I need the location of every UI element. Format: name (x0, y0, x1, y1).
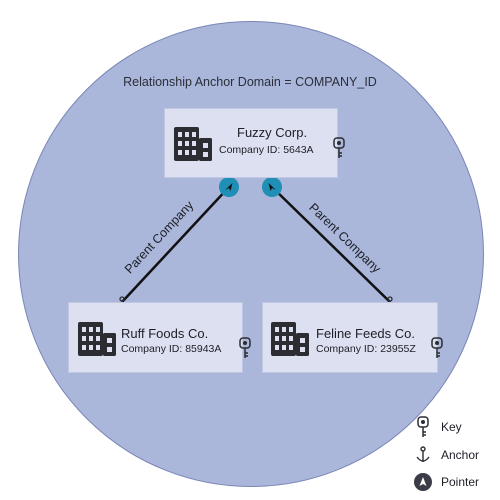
legend-anchor: Anchor (412, 444, 479, 466)
company-name: Feline Feeds Co. (316, 326, 415, 341)
legend-key-label: Key (441, 420, 462, 434)
company-card-feline-feeds[interactable]: Feline Feeds Co. Company ID: 23955Z (262, 302, 443, 373)
legend-pointer-label: Pointer (441, 475, 480, 489)
key-icon (333, 137, 345, 158)
relationship-line-feline-fuzzy[interactable] (271, 186, 391, 303)
legend-key: Key (412, 416, 462, 438)
key-icon (239, 337, 251, 358)
company-id: Company ID: 23955Z (316, 343, 416, 355)
company-id: Company ID: 85943A (121, 343, 222, 355)
building-icon (271, 322, 309, 356)
legend-pointer: Pointer (412, 471, 479, 493)
legend-anchor-label: Anchor (441, 448, 480, 462)
company-id: Company ID: 5643A (219, 144, 314, 156)
pointer-icon (412, 471, 434, 493)
company-name: Ruff Foods Co. (121, 326, 209, 341)
relationship-label-feline: Parent Company (306, 201, 384, 277)
relationship-domain-circle (18, 21, 484, 487)
pointer-icon-fuzzy-left (219, 177, 239, 197)
key-icon (431, 337, 443, 358)
company-card-fuzzy-corp[interactable]: Fuzzy Corp. Company ID: 5643A (164, 108, 345, 178)
pointer-icon-fuzzy-right (262, 177, 282, 197)
company-card-ruff-foods[interactable]: Ruff Foods Co. Company ID: 85943A (68, 302, 251, 373)
domain-title: Relationship Anchor Domain = COMPANY_ID (123, 75, 377, 89)
relationship-line-ruff-fuzzy[interactable] (121, 186, 230, 303)
company-name: Fuzzy Corp. (237, 125, 308, 140)
key-icon (412, 416, 434, 438)
relationship-label-ruff: Parent Company (122, 198, 197, 277)
anchor-icon (412, 444, 434, 466)
building-icon (174, 127, 212, 161)
building-icon (78, 322, 116, 356)
